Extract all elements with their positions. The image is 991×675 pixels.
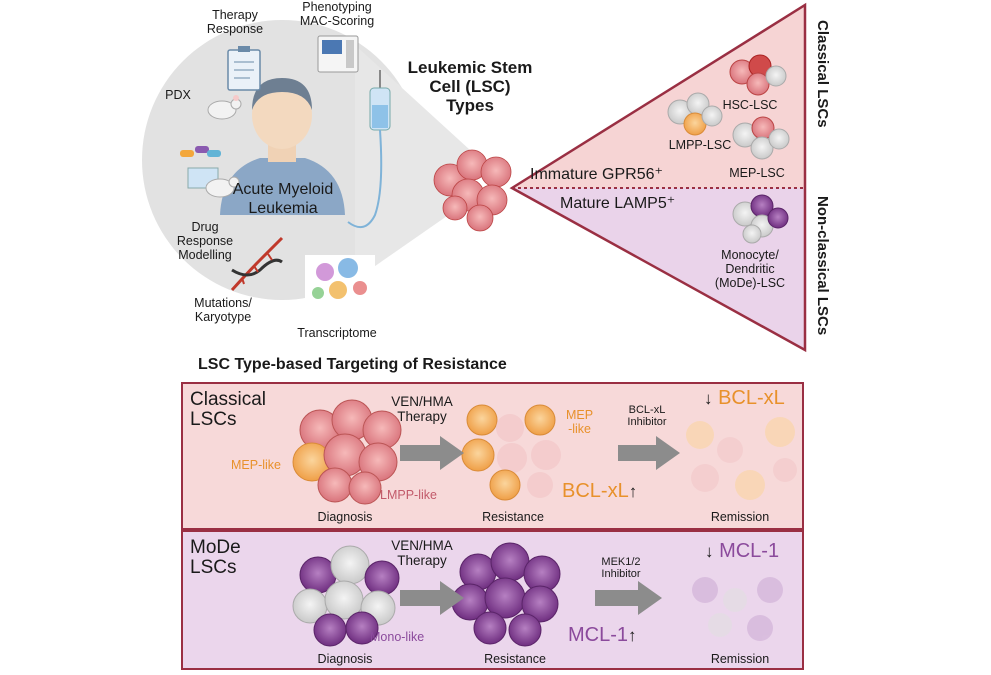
mono-like-label: Mono-like xyxy=(370,630,425,644)
mek-inhibitor-label: MEK1/2 Inhibitor xyxy=(601,556,641,580)
aml-label: Acute Myeloid Leukemia xyxy=(232,181,334,217)
mode-remission-label: Remission xyxy=(710,652,770,666)
mcl1-down-label: ↓ MCL-1 xyxy=(705,540,780,562)
bcl-xl-inhibitor-label: BCL-xL Inhibitor xyxy=(627,404,667,428)
classical-therapy-label: VEN/HMA Therapy xyxy=(391,394,453,424)
classical-remission-cluster xyxy=(686,417,797,500)
cytometer-icon xyxy=(317,35,359,73)
lmpp-label: LMPP-LSC xyxy=(668,138,732,152)
classical-diagnosis-cluster xyxy=(292,399,402,505)
iv-bag-icon xyxy=(347,70,391,229)
therapy-response-label: Therapy Response xyxy=(206,8,264,36)
mode-diagnosis-label: Diagnosis xyxy=(317,652,373,666)
mode-panel-title: MoDe LSCs xyxy=(190,537,241,578)
drug-icon xyxy=(180,146,240,198)
phenotyping-label: Phenotyping MAC-Scoring xyxy=(299,0,375,28)
classical-diagnosis-label: Diagnosis xyxy=(317,510,373,524)
pdx-label: PDX xyxy=(165,88,191,102)
mature-label: Mature LAMP5⁺ xyxy=(560,195,676,212)
classical-remission-label: Remission xyxy=(710,510,770,524)
mode-cells xyxy=(732,194,789,244)
arrow-classical-2 xyxy=(618,436,680,470)
lmpp-cells xyxy=(667,92,723,136)
nonclassical-side-label: Non-classical LSCs xyxy=(814,196,831,336)
patient-icon xyxy=(220,78,345,215)
targeting-heading: LSC Type-based Targeting of Resistance xyxy=(198,356,507,373)
arrow-mode-2 xyxy=(595,581,662,615)
dna-icon xyxy=(230,236,284,292)
mep-label: MEP-LSC xyxy=(729,166,785,180)
mode-therapy-label: VEN/HMA Therapy xyxy=(391,538,453,568)
classical-side-label: Classical LSCs xyxy=(814,20,831,128)
bcl-xl-up-label: BCL-xL↑ xyxy=(562,480,638,502)
clipboard-icon xyxy=(227,46,261,91)
arrow-mode-1 xyxy=(400,581,464,615)
mep-cells xyxy=(732,116,790,160)
mode-label: Monocyte/ Dendritic (MoDe)-LSC xyxy=(714,248,786,290)
lmpp-like-label: LMPP-like xyxy=(380,488,437,502)
hsc-label: HSC-LSC xyxy=(722,98,778,112)
mouse-icon xyxy=(207,95,242,120)
mutations-label: Mutations/ Karyotype xyxy=(194,296,252,324)
mode-remission-cluster xyxy=(692,577,783,641)
drug-response-label: Drug Response Modelling xyxy=(176,220,234,262)
classical-resistance-cluster xyxy=(461,404,561,501)
triangle-outline xyxy=(509,2,807,353)
umap-icon xyxy=(305,255,375,310)
mode-resistance-cluster xyxy=(451,542,561,647)
mode-diagnosis-cluster xyxy=(292,545,400,647)
classical-panel-title: Classical LSCs xyxy=(190,389,267,430)
transcriptome-label: Transcriptome xyxy=(297,326,377,340)
arrow-classical-1 xyxy=(400,436,464,470)
mcl1-up-label: MCL-1↑ xyxy=(568,624,637,646)
mode-resistance-label: Resistance xyxy=(484,652,546,666)
mep-like-resistance-label: MEP -like xyxy=(566,408,594,436)
mep-like-label: MEP-like xyxy=(231,458,282,472)
lsc-cluster xyxy=(433,149,512,232)
classical-resistance-label: Resistance xyxy=(482,510,544,524)
bcl-xl-down-label: ↓ BCL-xL xyxy=(704,387,785,409)
lsc-types-title: Leukemic Stem Cell (LSC) Types xyxy=(407,58,533,115)
immature-label: Immature GPR56⁺ xyxy=(530,166,663,183)
hsc-cells xyxy=(729,54,787,96)
